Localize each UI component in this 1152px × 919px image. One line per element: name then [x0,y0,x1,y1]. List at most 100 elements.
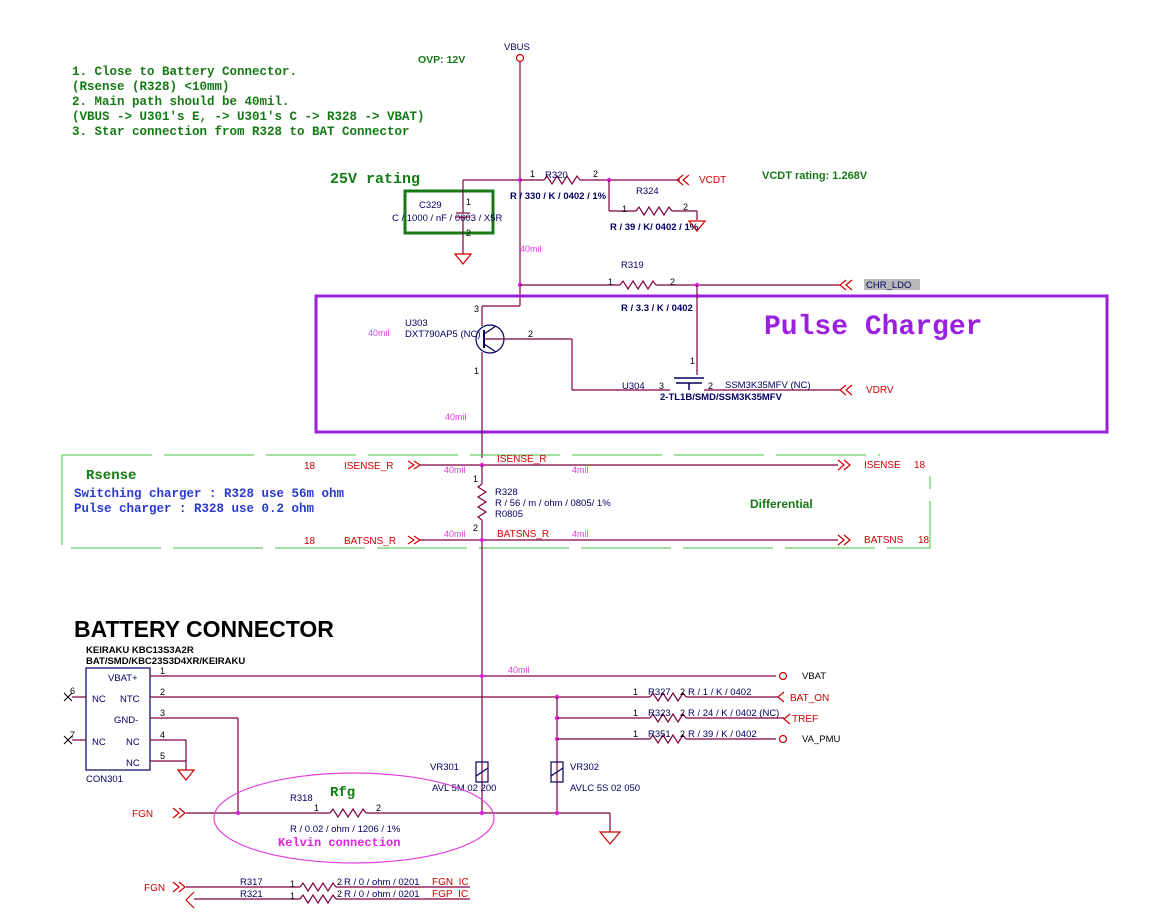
kelvin-note: Kelvin connection [278,836,400,850]
note-line-2: (Rsense (R328) <10mm) [72,80,230,94]
isense-r-label: ISENSE_R [344,461,393,472]
c329-ground-icon [453,253,473,265]
vr301-body [475,761,489,783]
u303-pin1: 1 [474,366,479,376]
fgp-ground-port-icon [185,891,195,909]
r317-pin1: 1 [290,879,295,889]
note-line-3: 2. Main path should be 40mil. [72,95,290,109]
wire-width-collector: 40mil [445,412,467,422]
kelvin-ellipse [213,772,495,864]
r321-pin2: 2 [337,889,342,899]
batsns-r-wire-label: BATSNS_R [497,529,549,540]
batsns-r-sheet: 18 [304,536,316,547]
r319-pin1: 1 [608,277,613,287]
r320-pin2: 2 [593,169,598,179]
r328-pin2: 2 [473,523,478,533]
r324-resistor [635,205,673,217]
r327-pin2: 2 [680,687,685,697]
vcdt-offpage-icon [676,174,690,186]
r319-ref: R319 [621,260,644,271]
junction [235,810,241,816]
isense-offpage-icon [837,459,851,471]
con301-pin3-num: 3 [160,708,165,718]
r317-value: R / 0 / ohm / 0201 [344,877,420,888]
chr-ldo-offpage-icon [839,279,853,291]
wire-width-batsns-4: 4mil [572,529,589,539]
vdrv-offpage-icon [839,384,853,396]
vr302-ref: VR302 [570,762,599,773]
pulse-charger-box [314,294,1109,434]
con301-pin-nc1: NC [126,737,140,748]
con301-pin7-noconnect-icon [63,735,73,745]
u304-ref: U304 [622,381,645,392]
rsense-title: Rsense [86,468,136,484]
wire-width-vbat: 40mil [508,665,530,675]
isense-r-sheet: 18 [304,461,316,472]
bat-on-port-icon [777,691,785,703]
r321-pin1: 1 [290,891,295,901]
con301-pin-nc-left1: NC [92,694,106,705]
fgn-bottom-offpage-icon [172,881,186,893]
r320-resistor [543,174,581,186]
con301-pin1-num: 1 [160,666,165,676]
batsns-offpage-icon [837,534,851,546]
r351-pin1: 1 [633,729,638,739]
u304-pin3: 3 [659,381,664,391]
vdrv-net-label: VDRV [866,385,894,396]
chr-ldo-highlight [864,279,920,290]
rsense-dashed-box [61,455,931,549]
r323-value: R / 24 / K / 0402 (NC) [688,708,779,719]
con301-pin6-noconnect-icon [63,692,73,702]
con301-pin-ntc: NTC [120,694,140,705]
con301-pin-vbat: VBAT+ [108,673,138,684]
vbus-terminal [515,53,525,63]
r323-pin2: 2 [680,708,685,718]
r351-resistor [649,733,687,745]
r328-pin1: 1 [473,474,478,484]
r328-value: R / 56 / m / ohm / 0805/ 1% [495,498,611,509]
con301-pin4-num: 4 [160,730,165,740]
r319-value: R / 3.3 / K / 0402 [621,303,693,314]
note-line-5: 3. Star connection from R328 to BAT Conn… [72,125,410,139]
r320-value: R / 330 / K / 0402 / 1% [510,191,607,202]
design-notes: 1. Close to Battery Connector. (Rsense (… [72,65,425,139]
con301-pin7-num: 7 [70,730,75,740]
vr301-tvs: VR301 AVL 5M 02 200 [430,761,496,794]
r328-resistor [476,483,488,521]
c329-ref: C329 [419,200,442,211]
vcdt-rating-note: VCDT rating: 1.268V [762,170,868,182]
rfg-note: Rfg [330,785,355,801]
c329-highlight-box [403,189,495,235]
r327-pin1: 1 [633,687,638,697]
vr302-body [550,761,564,783]
vr301-ref: VR301 [430,762,459,773]
con301-pin5-num: 5 [160,751,165,761]
r351-pin2: 2 [680,729,685,739]
batsns-net-label: BATSNS [864,535,904,546]
r327-ref: R327 [648,687,671,698]
wire-width-batsns: 40mil [444,529,466,539]
vr301-slash [475,767,489,777]
vr301-value: AVL 5M 02 200 [432,783,496,794]
ovp-note: OVP: 12V [418,54,465,66]
battery-footprint: BAT/SMD/KBC23S3D4XR/KEIRAKU [86,656,245,667]
u304-footprint: 2-TL1B/SMD/SSM3K35MFV [660,392,783,403]
u304-pin1: 1 [690,356,695,366]
vr302-slash [550,767,564,777]
r324-pin2: 2 [683,202,688,212]
r318-ref: R318 [290,793,313,804]
c329-capacitor: C329 C / 1000 / nF / 0603 / X5R 1 2 [392,179,520,265]
va-pmu-terminal [778,734,788,744]
junction [479,810,485,816]
vbat-net-label: VBAT [802,671,826,682]
fgn-offpage-icon [172,807,186,819]
con301-ref: CON301 [86,774,123,785]
r320-pin1: 1 [530,169,535,179]
isense-net-label: ISENSE [864,460,901,471]
pulse-charger-title: Pulse Charger [764,312,982,343]
r323-resistor [649,712,687,724]
va-pmu-net-label: VA_PMU [802,734,841,745]
u303-emitter-line [483,325,497,335]
u303-pin2: 2 [528,329,533,339]
